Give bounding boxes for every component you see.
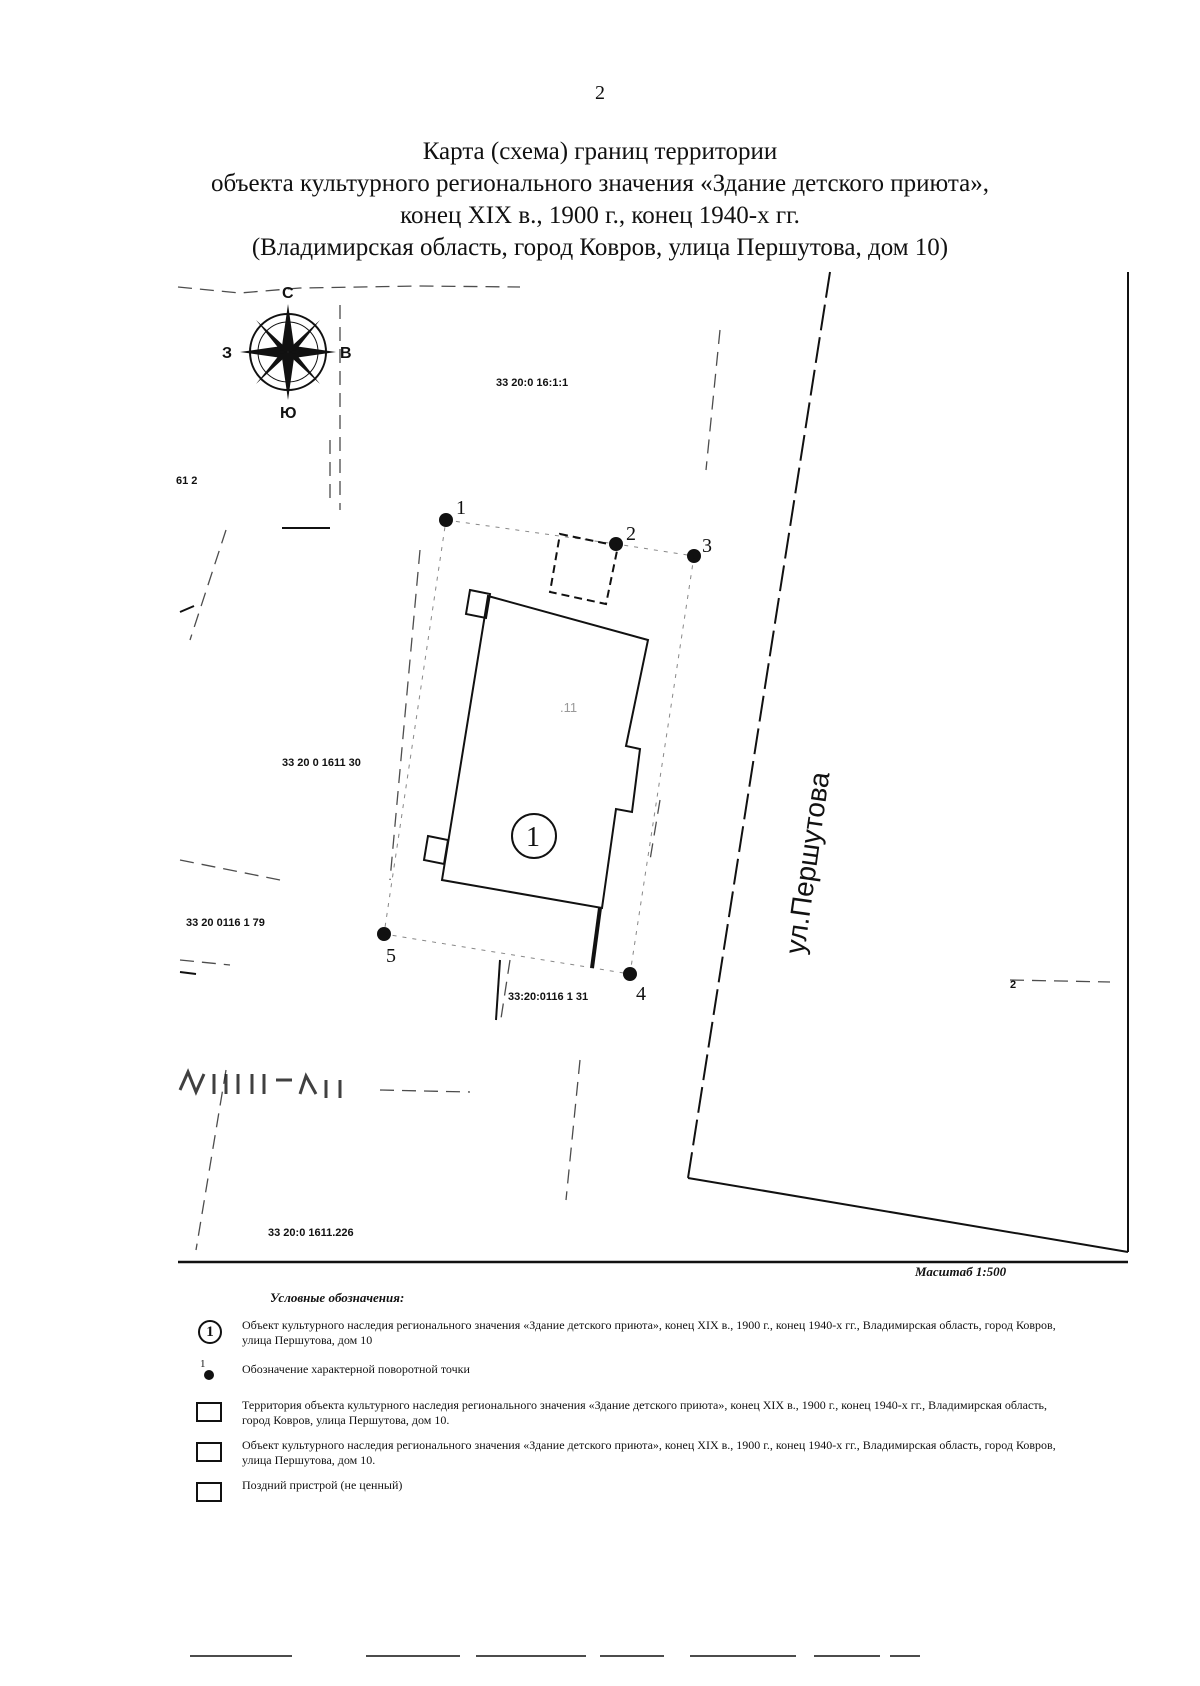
- object-marker-icon: 1: [511, 813, 557, 859]
- territory-box-icon: [196, 1402, 222, 1422]
- street-boundary: [178, 271, 1129, 1264]
- boundary-point-1-label: 1: [456, 497, 466, 519]
- legend-heading: Условные обозначения:: [270, 1290, 405, 1305]
- smudged-text-fragment: [178, 1068, 342, 1098]
- boundary-point-2-label: 2: [626, 523, 636, 545]
- legend-item-text: Объект культурного наследия региональног…: [242, 1438, 1056, 1467]
- title-line-4: (Владимирская область, город Ковров, ули…: [251, 234, 949, 261]
- compass-east-label: В: [340, 345, 352, 362]
- title-line-1: Карта (схема) границ территории: [422, 138, 778, 165]
- boundary-points: 1 2 3 4 5: [377, 497, 712, 1005]
- circle-number-icon: 1: [198, 1320, 222, 1344]
- parcel-label-top: 33 20:0 16:1:1: [496, 377, 568, 389]
- parcel-boundaries: [177, 285, 1111, 1251]
- legend-item-point: 1 Обозначение характерной поворотной точ…: [190, 1358, 1090, 1390]
- point-number-label: 1: [200, 1358, 206, 1370]
- compass-west-label: З: [222, 345, 232, 362]
- boundary-point-3-label: 3: [702, 535, 712, 557]
- page-number: 2: [595, 82, 605, 104]
- legend-item-heritage-object: Объект культурного наследия региональног…: [190, 1438, 1090, 1468]
- parcel-label-bottom: 33 20:0 1611.226: [268, 1227, 354, 1239]
- parcel-label-right: 2: [1010, 979, 1016, 991]
- annex-box-icon: [196, 1482, 222, 1502]
- territory-boundary: [383, 519, 695, 975]
- signature-lines: [190, 1655, 920, 1657]
- legend-item-object-marker: 1 Объект культурного наследия региональн…: [190, 1318, 1090, 1348]
- object-box-icon: [196, 1442, 222, 1462]
- legend-item-text: Территория объекта культурного наследия …: [242, 1398, 1048, 1427]
- legend-item-text: Поздний пристрой (не ценный): [242, 1478, 403, 1492]
- street-label: ул.Першутова: [779, 769, 835, 955]
- svg-text:1: 1: [526, 822, 540, 853]
- boundary-point-4-label: 4: [636, 983, 646, 1005]
- compass-south-label: Ю: [280, 405, 297, 422]
- parcel-label-bottom-center: 33:20:0116 1 31: [508, 991, 588, 1003]
- legend-item-text: Обозначение характерной поворотной точки: [242, 1362, 470, 1376]
- boundary-point-5-label: 5: [386, 945, 396, 967]
- building-inner-label: .11: [560, 700, 577, 715]
- heritage-building: [422, 532, 650, 969]
- title-line-2: объекта культурного регионального значен…: [211, 170, 989, 197]
- legend-item-annex: Поздний пристрой (не ценный): [190, 1478, 1090, 1506]
- compass-rose-icon: С Ю З В: [222, 285, 352, 422]
- map-title: Карта (схема) границ территории объекта …: [0, 136, 1200, 264]
- map-scale: Масштаб 1:500: [915, 1264, 1007, 1279]
- point-icon: [204, 1370, 214, 1380]
- parcel-label-left-top: 61 2: [176, 475, 197, 487]
- title-line-3: конец XIX в., 1900 г., конец 1940-х гг.: [400, 202, 800, 229]
- legend-item-territory: Территория объекта культурного наследия …: [190, 1398, 1090, 1428]
- parcel-label-middle-left: 33 20 0 1611 30: [282, 757, 361, 769]
- legend-item-text: Объект культурного наследия региональног…: [242, 1318, 1056, 1347]
- parcel-label-bottom-left: 33 20 0116 1 79: [186, 917, 265, 929]
- compass-north-label: С: [282, 285, 294, 302]
